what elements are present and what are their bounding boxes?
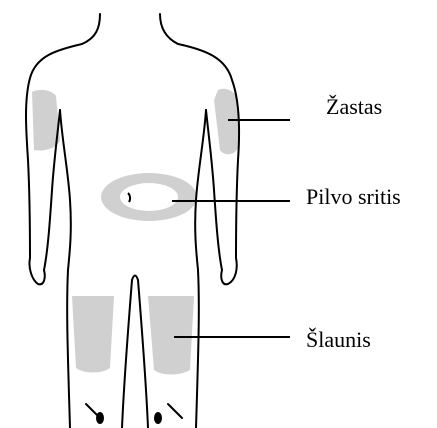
right-arm-zone: [214, 89, 238, 155]
body-outline: [26, 14, 239, 428]
right-shoulder-arm: [178, 44, 239, 284]
left-thigh-zone: [72, 296, 114, 373]
right-knee-dot: [154, 412, 162, 424]
navel: [128, 193, 130, 202]
right-leg-outer: [196, 270, 199, 428]
abdomen-zone: [101, 173, 197, 221]
abdomen-label: Pilvo sritis: [306, 186, 401, 208]
torso-left: [60, 110, 71, 270]
thigh-label: Šlaunis: [306, 329, 371, 351]
left-leg-outer: [67, 270, 70, 428]
neck-right: [160, 14, 178, 44]
upper-arm-label: Žastas: [326, 96, 382, 118]
torso-right: [195, 110, 206, 270]
right-knee-mark: [168, 404, 182, 418]
right-thigh-zone: [148, 296, 194, 375]
neck-left: [82, 14, 100, 44]
inner-legs: [122, 276, 148, 428]
left-knee-dot: [96, 412, 104, 424]
knee-shading: [96, 412, 162, 424]
